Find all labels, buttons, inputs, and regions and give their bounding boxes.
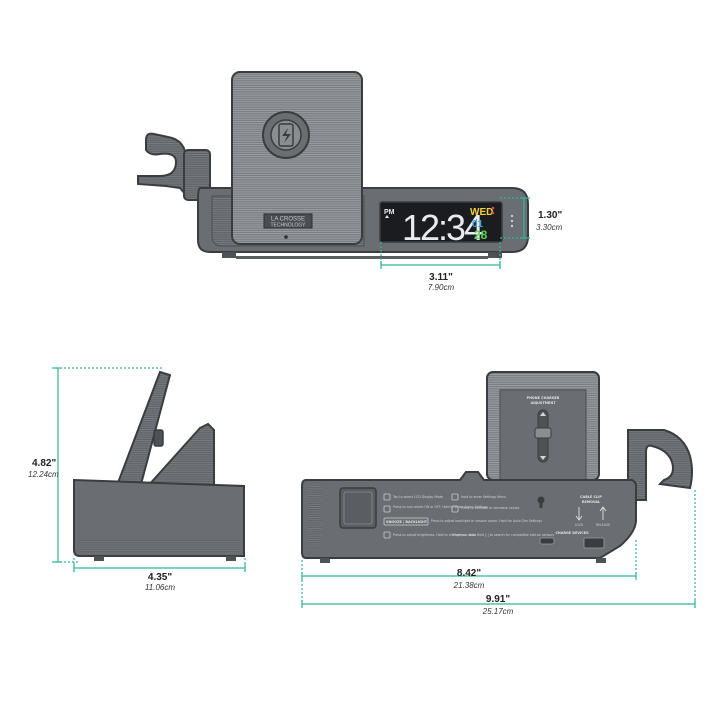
total-width-in: 9.91": [486, 594, 510, 605]
display-width-cm: 7.90cm: [428, 283, 455, 292]
lock-label: LOCK: [575, 523, 584, 527]
instruction-3: Hold to enter Settings Menu: [461, 495, 506, 499]
front-height-in: 1.30": [538, 210, 562, 221]
back-view: PHONE CHARGER ADJUSTMENT Tap to select L…: [301, 371, 696, 616]
side-height-dimension: [52, 367, 162, 563]
back-base: [301, 471, 637, 559]
cable-clip-label-2: REMOVAL: [582, 500, 601, 504]
back-vent-left: [308, 486, 322, 548]
brightness-button[interactable]: [383, 531, 391, 539]
lock-arrow-icon: [575, 507, 583, 521]
instruction-1: Tap to select LCD Display Mode: [392, 495, 443, 499]
side-view: 4.82" 12.24cm 4.35" 11.06cm: [28, 367, 246, 592]
plus-minus-button[interactable]: [451, 505, 459, 513]
front-view: LA CROSSE TECHNOLOGY PM 12:34 WED 01 28 …: [137, 71, 563, 292]
snooze-backlight-label: SNOOZE / BACKLIGHT: [386, 520, 428, 524]
instruction-7: *Outdoor data. Hold [-] to search for co…: [452, 533, 555, 537]
usb-a-port[interactable]: [583, 537, 605, 549]
front-foot-left: [222, 252, 236, 258]
brand-plate: [263, 213, 313, 229]
front-height-cm: 3.30cm: [536, 223, 563, 232]
cable-clip-label-1: CABLE CLIP: [580, 495, 602, 499]
total-width-dimension: [301, 490, 696, 608]
day-display: WED: [470, 207, 493, 218]
side-depth-in: 4.35": [148, 572, 172, 583]
side-depth-dimension: [73, 558, 246, 572]
alarm-bell-icon: [385, 215, 389, 218]
charge-devices-label: CHARGE DEVICES: [555, 531, 589, 535]
alarm-dot-red: [491, 206, 495, 210]
instruction-6: Press to adjust brightness. Hold to chan…: [393, 533, 476, 537]
battery-compartment: [339, 487, 377, 529]
temp-display: 28: [474, 228, 488, 242]
mode-button[interactable]: [383, 493, 391, 501]
time-display: 12:34: [402, 207, 483, 248]
display-width-dimension: [380, 242, 501, 269]
brand-line-1: LA CROSSE: [271, 217, 305, 223]
back-width-in: 8.42": [457, 568, 481, 579]
wireless-charger-pad: [231, 71, 363, 245]
side-depth-cm: 11.06cm: [145, 583, 175, 592]
usb-c-port[interactable]: [539, 537, 555, 545]
brand-line-2: TECHNOLOGY: [270, 223, 306, 229]
arrow-up-icon: [540, 412, 546, 416]
watch-stand-front: [137, 132, 187, 198]
alarm-button[interactable]: [383, 505, 391, 513]
front-foot-right: [488, 252, 502, 258]
instruction-2: Press to turn alarm ON or OFF. Hold to e…: [393, 505, 488, 509]
front-base-bottom: [236, 256, 488, 259]
total-width-cm: 25.17cm: [482, 607, 514, 616]
lightning-icon: [282, 128, 291, 143]
lcd-display: [379, 201, 503, 243]
side-base-grille: [80, 540, 240, 552]
phone-charger-label-1: PHONE CHARGER: [527, 396, 560, 400]
status-light: [284, 235, 288, 239]
back-width-cm: 21.38cm: [453, 581, 485, 590]
phone-charger-label-2: ADJUSTMENT: [530, 401, 556, 405]
settings-button[interactable]: [451, 493, 459, 501]
side-height-cm: 12.24cm: [28, 470, 59, 479]
front-height-dimension: [500, 197, 530, 239]
side-pad-hinge: [153, 429, 164, 447]
date-display: 01: [472, 219, 484, 230]
battery-icon: [278, 123, 294, 147]
pm-indicator: PM: [384, 209, 395, 216]
arrow-down-icon: [540, 456, 546, 460]
alarm-dot-red-2: [491, 211, 495, 215]
charger-adjust-slider[interactable]: [534, 427, 552, 439]
release-arrow-icon: [599, 506, 607, 520]
instruction-4: Press to increase or decrease values: [461, 506, 520, 510]
display-width-in: 3.11": [429, 272, 453, 283]
side-base: [73, 478, 245, 557]
side-height-in: 4.82": [32, 458, 56, 469]
back-watch-stand: [627, 429, 693, 501]
release-label: RELEASE: [596, 523, 610, 527]
instruction-5: Press to adjust backlight or session ala…: [431, 519, 542, 523]
snooze-backlight-button[interactable]: [383, 517, 429, 526]
